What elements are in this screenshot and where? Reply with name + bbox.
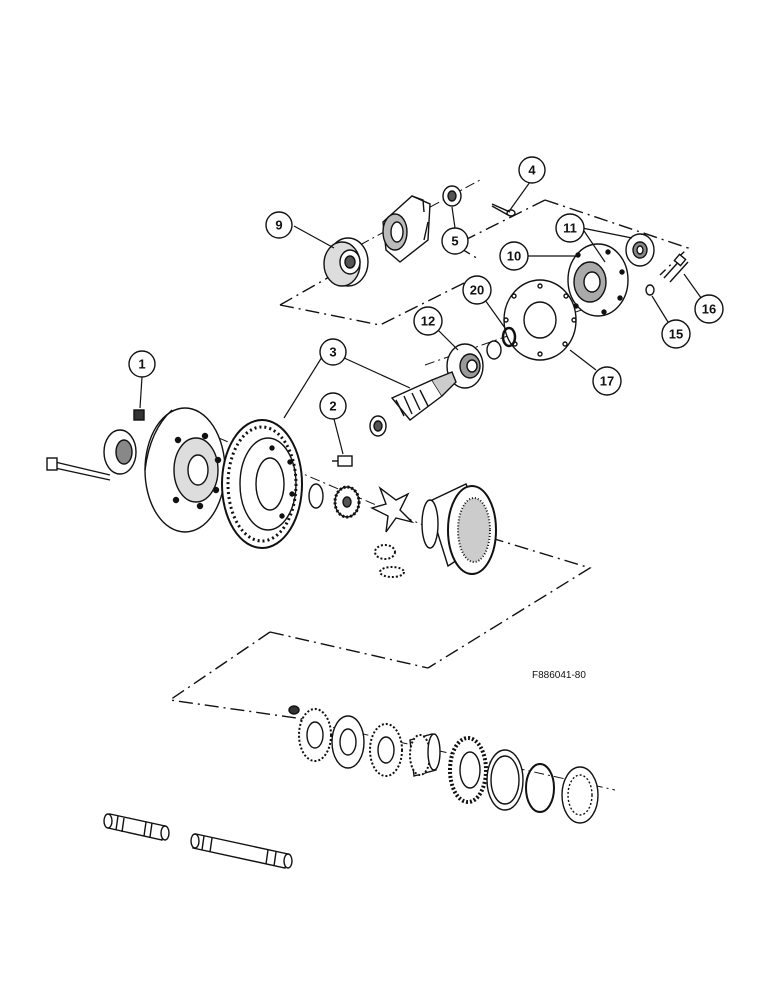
callout-16: 16: [694, 294, 724, 324]
flange-yoke-part: [382, 195, 431, 263]
friction-disc-2: [369, 723, 403, 777]
callout-20: 20: [462, 275, 492, 305]
pinion-gear-part-3: [369, 371, 457, 437]
differential-case-right: [421, 483, 497, 575]
callout-11: 11: [555, 213, 585, 243]
figure-id-label: F886041-80: [532, 670, 586, 681]
callout-3: 3: [319, 338, 347, 366]
callout-17: 17: [592, 366, 622, 396]
svg-text:3: 3: [329, 345, 336, 360]
bearing-lower: [561, 766, 599, 824]
callout-12: 12: [413, 306, 443, 336]
friction-disc-1: [298, 708, 332, 762]
short-axle-shaft: [103, 813, 170, 841]
svg-text:4: 4: [528, 163, 536, 178]
svg-text:17: 17: [600, 374, 614, 389]
group-outline-lower: [168, 529, 592, 721]
bearing-carrier-part-10: [567, 243, 629, 317]
callout-5: 5: [441, 227, 469, 255]
long-axle-shaft: [190, 833, 293, 869]
dowel-pin: [288, 705, 300, 715]
svg-text:1: 1: [138, 357, 145, 372]
side-gear: [333, 485, 361, 519]
o-ring-part-20: [501, 326, 517, 348]
shim-part-17: [503, 279, 577, 361]
bearing-part-12: [446, 340, 502, 389]
seal-left: [103, 429, 137, 475]
svg-text:16: 16: [702, 302, 716, 317]
spider-cross: [370, 486, 415, 533]
washer-part-15: [645, 284, 655, 296]
callout-15: 15: [661, 319, 691, 349]
svg-text:15: 15: [669, 327, 683, 342]
thrust-washer: [308, 483, 324, 509]
svg-text:2: 2: [329, 399, 336, 414]
gear-wheel: [448, 736, 488, 804]
callout-2: 2: [319, 392, 347, 420]
nut-part-5: [442, 185, 462, 207]
snap-ring: [525, 763, 555, 813]
bearing-cup-part-9: [323, 237, 369, 287]
svg-text:9: 9: [275, 218, 282, 233]
long-bolt: [46, 457, 111, 481]
callout-1: 1: [128, 350, 156, 378]
steel-plate-1: [331, 715, 365, 769]
ring-gear: [221, 419, 303, 549]
pinion-gears-small: [374, 544, 405, 578]
svg-text:12: 12: [421, 314, 435, 329]
callout-10: 10: [499, 241, 529, 271]
differential-case-left: [144, 407, 226, 533]
bearing-part-11: [625, 233, 655, 267]
plug-part-1: [133, 409, 145, 421]
cotter-pin-part-4: [491, 203, 516, 217]
ring-plate-1: [486, 749, 524, 811]
svg-text:20: 20: [470, 283, 484, 298]
bolt-part-16: [663, 253, 689, 283]
callout-9: 9: [265, 211, 293, 239]
svg-text:5: 5: [451, 234, 458, 249]
bolt-part-2: [332, 455, 353, 467]
svg-text:11: 11: [563, 221, 577, 236]
callout-4: 4: [518, 156, 546, 184]
splined-hub: [409, 733, 441, 777]
svg-text:10: 10: [507, 249, 521, 264]
